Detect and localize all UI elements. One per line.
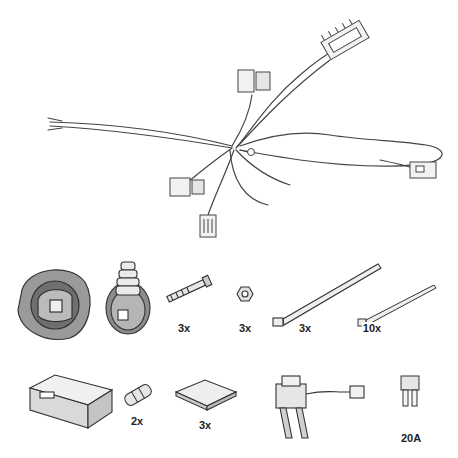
quantity-label: 3x — [198, 419, 212, 431]
adhesive-pad — [176, 380, 236, 410]
grommet — [106, 262, 150, 334]
quantity-label: 10x — [362, 322, 382, 334]
wiring-harness — [48, 50, 442, 215]
nut — [237, 287, 253, 301]
control-module — [30, 375, 112, 428]
fuse-holder — [276, 376, 364, 438]
quantity-label: 3x — [238, 322, 252, 334]
cable-tie-long — [273, 264, 381, 326]
cable-tie-short — [358, 285, 436, 326]
quantity-label: 3x — [298, 322, 312, 334]
trailer-socket — [18, 270, 90, 340]
blade-fuse — [401, 376, 419, 406]
quantity-label: 3x — [177, 322, 191, 334]
quantity-label: 20A — [400, 432, 422, 444]
quantity-label: 2x — [130, 415, 144, 427]
harness-connectors — [170, 15, 436, 237]
bolt — [166, 275, 212, 304]
pin-connector — [123, 383, 153, 407]
